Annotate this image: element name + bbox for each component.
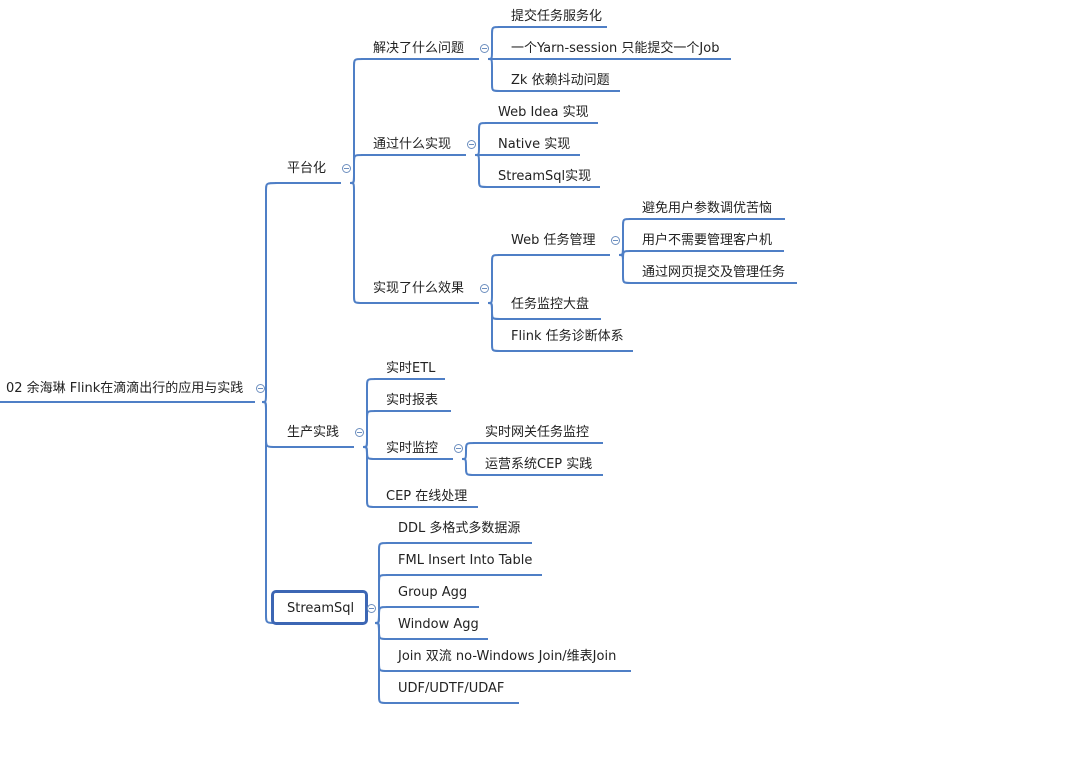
branch-connector: [618, 254, 632, 284]
branch-connector: [374, 574, 389, 624]
node-web-task-management[interactable]: Web 任务管理: [511, 233, 596, 248]
branch-connector: [362, 410, 377, 448]
leaf-node[interactable]: Zk 依赖抖动问题: [511, 73, 610, 88]
branch-connector: [487, 302, 501, 352]
node-realtime-monitoring[interactable]: 实时监控: [386, 441, 439, 456]
branch-connector: [362, 446, 377, 460]
leaf-node[interactable]: 避免用户参数调优苦恼: [642, 201, 773, 216]
branch-connector: [618, 246, 632, 260]
branch-connector: [487, 58, 501, 92]
leaf-node[interactable]: 提交任务服务化: [511, 9, 603, 24]
branch-connector: [618, 218, 632, 256]
branch-production-practice[interactable]: 生产实践: [287, 425, 340, 440]
collapse-toggle-icon[interactable]: [480, 284, 489, 293]
collapse-toggle-icon[interactable]: [611, 236, 620, 245]
branch-connector: [349, 182, 364, 304]
branch-connector: [374, 622, 389, 704]
leaf-node[interactable]: Web Idea 实现: [498, 105, 589, 120]
collapse-toggle-icon[interactable]: [467, 140, 476, 149]
branch-connector: [461, 442, 476, 460]
leaf-node[interactable]: 运营系统CEP 实践: [485, 457, 593, 472]
collapse-toggle-icon[interactable]: [355, 428, 364, 437]
leaf-node[interactable]: 用户不需要管理客户机: [642, 233, 773, 248]
branch-connector: [374, 542, 389, 624]
branch-connector: [349, 58, 364, 184]
leaf-node[interactable]: StreamSql实现: [498, 169, 592, 184]
collapse-toggle-icon[interactable]: [342, 164, 351, 173]
leaf-node[interactable]: 实时ETL: [386, 361, 436, 376]
branch-connector: [261, 401, 278, 448]
branch-connector: [362, 446, 377, 508]
leaf-node[interactable]: UDF/UDTF/UDAF: [398, 681, 505, 696]
branch-connector: [374, 622, 389, 640]
leaf-node[interactable]: Native 实现: [498, 137, 571, 152]
branch-connector: [261, 401, 278, 624]
root-topic[interactable]: 02 余海琳 Flink在滴滴出行的应用与实践: [6, 381, 244, 396]
node-effects[interactable]: 实现了什么效果: [373, 281, 465, 296]
leaf-node[interactable]: Join 双流 no-Windows Join/维表Join: [398, 649, 617, 664]
branch-connector: [487, 254, 501, 304]
leaf-node[interactable]: 实时报表: [386, 393, 439, 408]
branch-connector: [362, 378, 377, 448]
collapse-toggle-icon[interactable]: [480, 44, 489, 53]
branch-connector: [374, 622, 389, 672]
leaf-node[interactable]: 通过网页提交及管理任务: [642, 265, 786, 280]
leaf-node[interactable]: Flink 任务诊断体系: [511, 329, 624, 344]
leaf-node[interactable]: CEP 在线处理: [386, 489, 468, 504]
branch-streamsql[interactable]: StreamSql: [287, 601, 355, 616]
leaf-node[interactable]: 任务监控大盘: [511, 297, 590, 312]
leaf-node[interactable]: FML Insert Into Table: [398, 553, 533, 568]
branch-connector: [487, 302, 501, 320]
leaf-node[interactable]: DDL 多格式多数据源: [398, 521, 521, 536]
branch-connector: [261, 182, 278, 403]
branch-connector: [349, 154, 364, 184]
leaf-node[interactable]: Group Agg: [398, 585, 468, 600]
branch-connector: [474, 122, 488, 156]
branch-connector: [487, 26, 501, 60]
branch-connector: [474, 154, 488, 188]
selected-node-highlight: [271, 590, 368, 625]
node-implementation[interactable]: 通过什么实现: [373, 137, 452, 152]
collapse-toggle-icon[interactable]: [454, 444, 463, 453]
leaf-node[interactable]: 一个Yarn-session 只能提交一个Job: [511, 41, 720, 56]
collapse-toggle-icon[interactable]: [367, 604, 376, 613]
branch-platform[interactable]: 平台化: [287, 161, 327, 176]
leaf-node[interactable]: 实时网关任务监控: [485, 425, 590, 440]
node-problems-solved[interactable]: 解决了什么问题: [373, 41, 465, 56]
collapse-toggle-icon[interactable]: [256, 384, 265, 393]
branch-connector: [461, 458, 476, 476]
branch-connector: [374, 606, 389, 624]
leaf-node[interactable]: Window Agg: [398, 617, 479, 632]
